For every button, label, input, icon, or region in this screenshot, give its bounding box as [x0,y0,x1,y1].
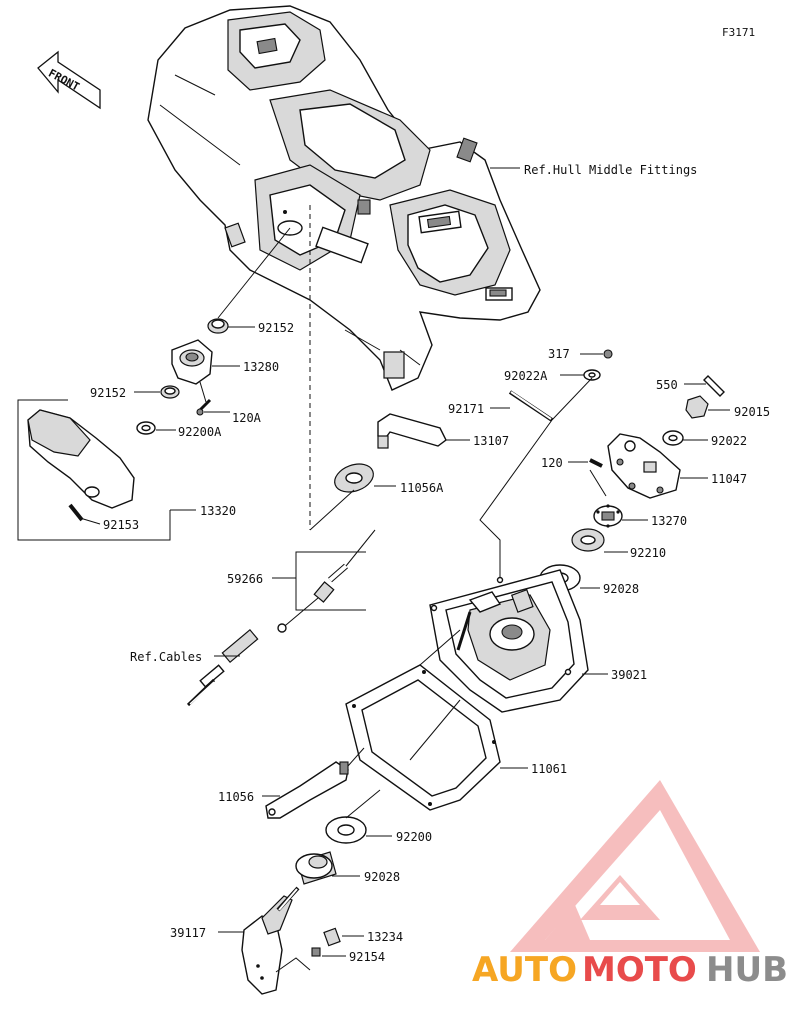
ref-cables-label: Ref.Cables [130,650,202,664]
part-13280-housing [171,339,240,385]
label-13280: 13280 [243,360,279,374]
part-92022-washer [662,430,708,446]
label-120: 120 [541,456,563,470]
label-92152-top: 92152 [258,321,294,335]
part-120-bolt [568,458,603,468]
part-92028-bushing-lower [295,851,360,885]
label-11061: 11061 [531,762,567,776]
label-92015: 92015 [734,405,770,419]
part-92152-grommet-top [207,227,291,334]
label-39117: 39117 [170,926,206,940]
part-59266-cable-joint [272,529,376,611]
label-92210: 92210 [630,546,666,560]
label-92200A: 92200A [178,425,222,439]
part-92171-rod [490,377,593,422]
part-13234-fitting [323,927,364,947]
part-92022A-washer [560,369,601,381]
watermark-logo [510,780,760,952]
part-11056A-plate [309,463,396,531]
label-13234: 13234 [367,930,403,944]
part-13270-cam [593,504,648,528]
label-92153: 92153 [103,518,139,532]
part-120A-bolt [196,381,230,416]
label-92022A: 92022A [504,369,548,383]
label-550: 550 [656,378,678,392]
label-120A: 120A [232,411,262,425]
watermark-text-hub: HUB [706,950,788,990]
label-92200: 92200 [396,830,432,844]
part-11047-lever [607,433,708,499]
part-92210-seal [571,528,628,553]
label-39021: 39021 [611,668,647,682]
part-92200-washer [325,789,392,844]
part-39117-steering-arm [218,886,311,995]
part-92154-bolt [311,947,346,957]
hull-middle-fittings [147,5,541,391]
label-13107: 13107 [473,434,509,448]
label-11056A: 11056A [400,481,444,495]
watermark-text-auto: AUTO [472,950,577,990]
label-92028-upper: 92028 [603,582,639,596]
label-92022: 92022 [711,434,747,448]
watermark-text-moto: MOTO [582,950,697,990]
part-550-pin [684,375,725,397]
part-11056-arm [262,747,365,819]
cable [186,597,319,707]
label-92028-lower: 92028 [364,870,400,884]
part-92200A-washer [136,421,176,435]
figure-code: F3171 [722,26,755,39]
label-11047: 11047 [711,472,747,486]
part-39021-base [429,569,608,713]
guide-line-rod [479,419,553,580]
label-13270: 13270 [651,514,687,528]
label-92152-left: 92152 [90,386,126,400]
ref-hull-label: Ref.Hull Middle Fittings [524,163,697,177]
label-11056: 11056 [218,790,254,804]
label-59266: 59266 [227,572,263,586]
watermark-triangle-foot [545,905,590,940]
label-92154: 92154 [349,950,385,964]
part-11061-gasket [345,629,528,811]
label-317: 317 [548,347,570,361]
part-317-nut [580,349,613,359]
part-92015-nut [685,395,730,419]
guide-line-bolt [589,469,607,497]
part-13107-bracket [377,413,470,449]
label-92171: 92171 [448,402,484,416]
watermark-triangle-inner-cut [600,882,640,905]
front-arrow: FRONT [37,50,101,110]
part-92152-grommet-left [134,385,180,399]
label-13320: 13320 [200,504,236,518]
part-13320-cover [17,399,196,541]
